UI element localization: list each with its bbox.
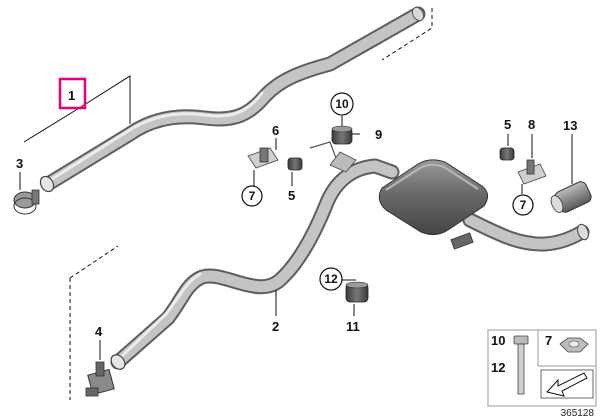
rear-silencer[interactable] bbox=[309, 141, 590, 252]
callout-5a: 5 bbox=[288, 188, 295, 203]
direction-arrow-icon bbox=[540, 369, 594, 399]
callout-6: 6 bbox=[272, 123, 279, 138]
leader-lines bbox=[19, 75, 573, 360]
fastener-legend: 10 12 7 bbox=[487, 329, 597, 407]
rear-pipe[interactable] bbox=[108, 158, 400, 372]
drawing-number: 365128 bbox=[561, 408, 595, 419]
callout-5b: 5 bbox=[504, 117, 511, 132]
highlight-box bbox=[58, 77, 87, 110]
circled-7a: 7 bbox=[249, 189, 256, 203]
circled-10: 10 bbox=[335, 97, 349, 111]
callout-4: 4 bbox=[95, 324, 103, 339]
rubber-mount-left[interactable] bbox=[287, 157, 303, 171]
damper-bushing[interactable] bbox=[345, 281, 369, 303]
circled-callouts: 7 7 10 12 bbox=[241, 92, 534, 291]
repair-sleeve[interactable] bbox=[549, 180, 593, 214]
bolt-icon bbox=[513, 335, 529, 395]
callout-13: 13 bbox=[563, 118, 577, 133]
rubber-bushing[interactable] bbox=[331, 125, 353, 145]
callout-11: 11 bbox=[346, 319, 360, 334]
callout-3: 3 bbox=[16, 156, 23, 171]
legend-label-10: 10 bbox=[491, 333, 505, 348]
pipe-clamp-rear[interactable] bbox=[85, 361, 115, 397]
rubber-mount-right[interactable] bbox=[499, 147, 515, 161]
hanger-bracket-right[interactable] bbox=[517, 159, 547, 185]
callout-1: 1 bbox=[68, 88, 75, 103]
circled-12: 12 bbox=[324, 272, 338, 286]
callout-labels: 1 2 3 4 5 5 6 8 9 11 13 bbox=[16, 88, 577, 339]
legend-label-12: 12 bbox=[491, 360, 505, 375]
front-pipe[interactable] bbox=[38, 5, 426, 193]
callout-8: 8 bbox=[528, 117, 535, 132]
nut-icon bbox=[559, 337, 589, 353]
pipe-clamp[interactable] bbox=[13, 189, 40, 215]
callout-9: 9 bbox=[375, 127, 382, 142]
legend-label-7: 7 bbox=[545, 333, 552, 348]
callout-2: 2 bbox=[272, 319, 279, 334]
circled-7b: 7 bbox=[520, 198, 527, 212]
assembly-frame bbox=[69, 8, 433, 400]
hanger-bracket-left[interactable] bbox=[247, 147, 279, 169]
